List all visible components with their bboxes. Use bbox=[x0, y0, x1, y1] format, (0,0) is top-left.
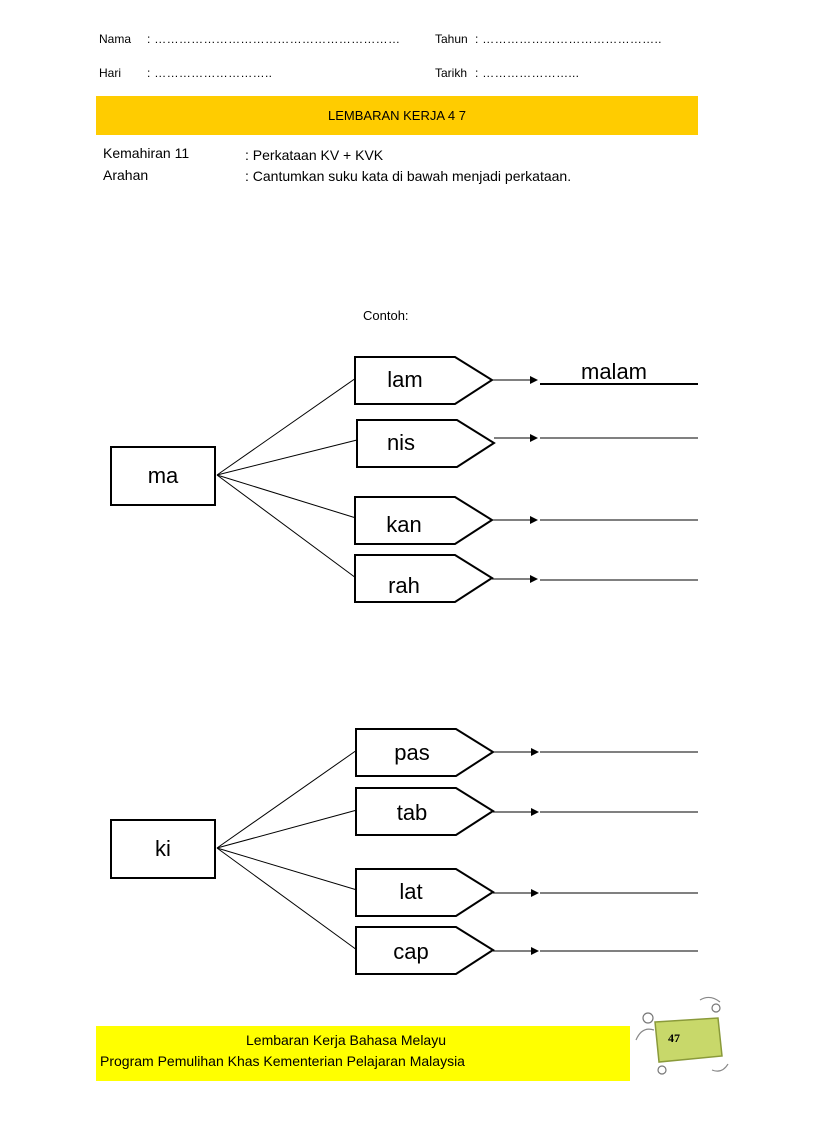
page-number: 47 bbox=[668, 1031, 680, 1045]
syllable-tag bbox=[355, 787, 495, 836]
tarikh-field[interactable]: : …………………... bbox=[475, 66, 580, 80]
connector-line bbox=[216, 439, 358, 476]
syllable-label: tab bbox=[396, 800, 428, 825]
group2-connectors bbox=[216, 749, 358, 951]
syllable-tag bbox=[354, 554, 494, 603]
example-answer: malam bbox=[581, 359, 648, 384]
root-syllable-box: ma bbox=[110, 446, 216, 506]
group1-connectors bbox=[216, 377, 358, 579]
tahun-field[interactable]: : …………………………………….. bbox=[475, 32, 662, 46]
tarikh-label: Tarikh bbox=[435, 66, 468, 80]
footer-banner: Lembaran Kerja Bahasa Melayu Program Pem… bbox=[96, 1026, 630, 1081]
worksheet-title: LEMBARAN KERJA 4 7 bbox=[328, 108, 466, 123]
syllable-label: nis bbox=[386, 430, 416, 455]
arahan-label: Arahan bbox=[103, 167, 149, 183]
footer-line-2: Program Pemulihan Khas Kementerian Pelaj… bbox=[100, 1053, 465, 1069]
example-label: Contoh: bbox=[363, 308, 409, 323]
root-syllable: ki bbox=[155, 836, 171, 861]
connector-line bbox=[216, 749, 358, 849]
tahun-label: Tahun bbox=[435, 32, 468, 46]
nama-label: Nama bbox=[99, 32, 132, 46]
hari-field[interactable]: : ……………………….. bbox=[147, 66, 273, 80]
root-syllable: ma bbox=[147, 463, 179, 488]
syllable-tag bbox=[356, 419, 496, 468]
syllable-label: pas bbox=[394, 740, 430, 765]
footer-line-1: Lembaran Kerja Bahasa Melayu bbox=[246, 1032, 447, 1048]
syllable-label: cap bbox=[393, 939, 429, 964]
root-syllable-box: ki bbox=[110, 819, 216, 879]
kemahiran-label: Kemahiran 11 bbox=[103, 145, 190, 161]
connector-line bbox=[216, 474, 357, 519]
syllable-label: rah bbox=[388, 573, 420, 598]
worksheet-banner: LEMBARAN KERJA 4 7 bbox=[96, 96, 698, 135]
connector-line bbox=[216, 377, 357, 476]
syllable-label: kan bbox=[386, 512, 422, 537]
page-badge-decoration bbox=[635, 996, 729, 1075]
connector-line bbox=[216, 847, 358, 891]
syllable-tag bbox=[355, 868, 495, 917]
syllable-tag bbox=[355, 926, 495, 975]
syllable-tag bbox=[355, 728, 495, 777]
syllable-label: lat bbox=[399, 879, 423, 904]
connector-line bbox=[216, 474, 357, 579]
kemahiran-value: : Perkataan KV + KVK bbox=[245, 147, 384, 163]
connector-line bbox=[216, 847, 358, 951]
nama-field[interactable]: : …………………………………………………… bbox=[147, 32, 401, 46]
syllable-tag bbox=[354, 496, 494, 545]
connector-line bbox=[216, 809, 358, 849]
hari-label: Hari bbox=[99, 66, 122, 80]
syllable-tag bbox=[354, 356, 494, 405]
syllable-label: lam bbox=[387, 367, 423, 392]
arahan-value: : Cantumkan suku kata di bawah menjadi p… bbox=[245, 168, 572, 184]
